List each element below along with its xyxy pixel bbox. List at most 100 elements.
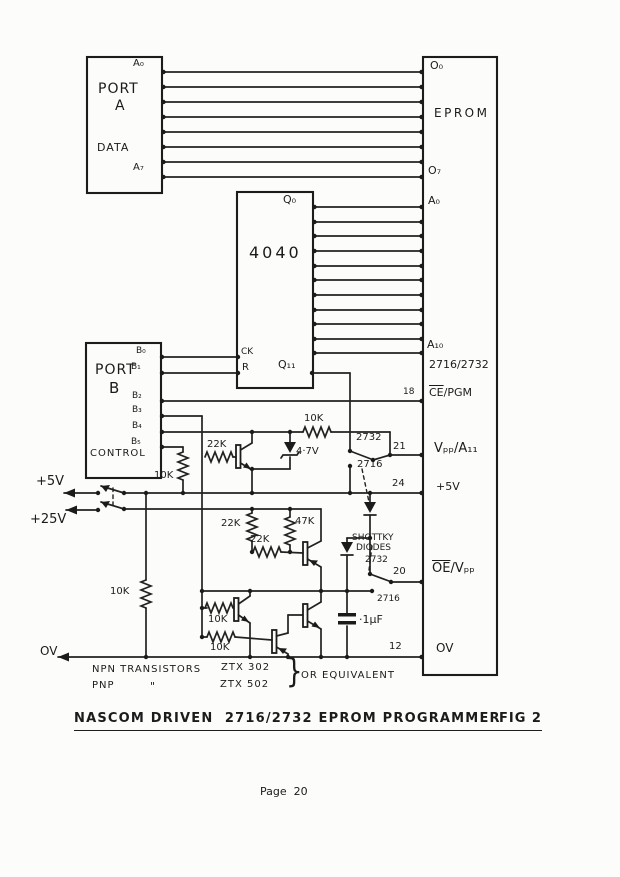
emitter-arrow	[241, 615, 249, 622]
wire	[275, 632, 289, 637]
junction-dot	[159, 398, 165, 404]
transistor-t1-body	[235, 444, 242, 469]
junction-dot	[347, 463, 353, 469]
junction-dot	[235, 370, 241, 376]
resistor-10k-t5	[204, 600, 234, 616]
junction-dot	[199, 605, 205, 611]
junction-dot	[419, 654, 424, 660]
counter-pin-q11: Q₁₁	[278, 358, 296, 371]
junction-dot	[370, 457, 376, 463]
wire	[349, 450, 372, 460]
resistor-22k-t1	[204, 449, 234, 465]
resistor-10k-b5	[175, 451, 191, 481]
wire	[306, 540, 322, 549]
junction-dot	[419, 69, 424, 75]
emitter-arrow	[309, 560, 318, 566]
wire	[239, 442, 253, 451]
transistor-t4-body	[271, 629, 278, 654]
junction-dot	[159, 429, 165, 435]
switch-blade-arrow	[101, 501, 110, 508]
junction-dot	[249, 506, 255, 512]
junction-dot	[161, 99, 166, 105]
portb-pin-b2: B₂	[132, 391, 142, 401]
resistor-22k-horizontal	[252, 544, 282, 560]
res-10k-left-label: 10K	[110, 586, 130, 597]
junction-dot	[419, 144, 424, 150]
junction-dot	[312, 321, 317, 327]
res-47k-label: 47K	[295, 516, 315, 527]
junction-dot	[287, 506, 293, 512]
junction-dot	[419, 452, 424, 458]
junction-dot	[419, 321, 424, 327]
zener-value: 4·7V	[296, 446, 319, 457]
junction-dot	[312, 248, 317, 254]
junction-dot	[312, 350, 317, 356]
junction-dot	[159, 370, 165, 376]
junction-dot	[419, 579, 424, 585]
junction-dot	[159, 444, 165, 450]
junction-dot	[344, 588, 350, 594]
junction-dot	[312, 277, 317, 283]
page-number: Page 20	[260, 785, 308, 798]
port-b-box	[84, 341, 163, 480]
res-10k-t4-label: 10K	[210, 642, 230, 653]
sw1-pos-2716: 2716	[357, 459, 383, 470]
eprom-pin-vpp-a11: Vₚₚ/A₁₁	[434, 441, 478, 456]
junction-dot	[419, 233, 424, 239]
switch-gang-link	[368, 545, 373, 571]
junction-dot	[159, 354, 165, 360]
figure-number: FIG 2	[499, 712, 542, 731]
eprom-pin-oevpp: OE/Vₚₚ	[432, 561, 475, 576]
emitter-arrow	[311, 621, 320, 628]
supply-25v-label: +25V	[30, 512, 67, 527]
junction-dot	[419, 129, 424, 135]
sw2-pos-2716: 2716	[377, 594, 400, 604]
junction-dot	[369, 588, 375, 594]
junction-dot	[143, 490, 149, 496]
res-10k-t5-label: 10K	[208, 614, 228, 625]
res-22k-v-label: 22K	[221, 518, 241, 529]
portb-pin-b3: B₃	[132, 405, 142, 415]
wire	[369, 573, 390, 582]
capacitor-plate	[338, 613, 356, 617]
schottky-label-2: DIODES	[356, 543, 391, 553]
junction-dot	[161, 159, 166, 165]
junction-dot	[249, 429, 255, 435]
wire	[234, 636, 273, 641]
junction-dot	[419, 490, 424, 496]
note-pnp: PNP	[92, 680, 115, 691]
porta-title-2: A	[115, 98, 125, 114]
schottky-diode-1	[364, 502, 376, 513]
junction-dot	[387, 452, 393, 458]
junction-dot	[347, 448, 353, 454]
supply-5v-arrow	[64, 488, 75, 498]
emitter-arrow	[243, 462, 251, 469]
junction-dot	[419, 398, 424, 404]
portb-subtitle: CONTROL	[90, 448, 146, 459]
porta-title: PORT	[98, 81, 139, 97]
eprom-pin-cepgm-overline: CE	[429, 386, 444, 399]
res-10k-b5-label: 10K	[154, 470, 174, 481]
junction-dot	[95, 490, 101, 496]
portb-title: PORT	[95, 362, 136, 378]
res-10k-b4-label: 10K	[304, 413, 324, 424]
zener-diode	[284, 442, 296, 453]
port-a-box	[85, 55, 164, 195]
junction-dot	[419, 159, 424, 165]
junction-dot	[287, 549, 293, 555]
junction-dot	[161, 114, 166, 120]
portb-title-2: B	[109, 379, 120, 397]
junction-dot	[312, 233, 317, 239]
porta-pin-a7: A₇	[133, 162, 144, 173]
resistor-10k-b4	[302, 424, 332, 440]
res-22k-t1-label: 22K	[207, 439, 227, 450]
transistor-t5-body	[233, 597, 240, 622]
junction-dot	[419, 263, 424, 269]
junction-dot	[419, 350, 424, 356]
eprom-pin-a0: A₀	[428, 194, 440, 207]
wire	[372, 454, 391, 461]
junction-dot	[347, 490, 353, 496]
sw1-pos-2732: 2732	[356, 432, 382, 443]
